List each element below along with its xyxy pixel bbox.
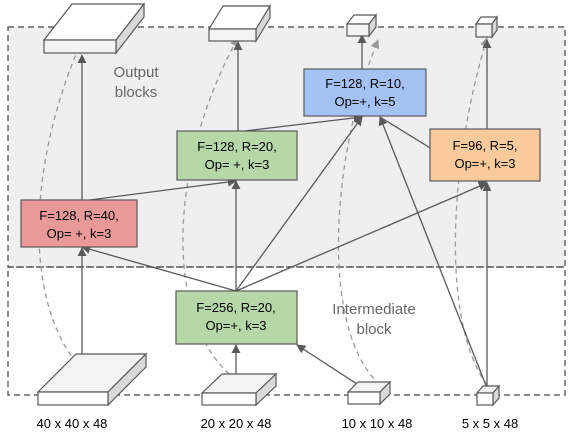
output-region-label-2: blocks <box>115 84 158 101</box>
input-cuboid-20 <box>200 372 278 407</box>
block-green-mid-line2: Op=+, k=3 <box>205 318 266 333</box>
output-region-border <box>7 26 566 268</box>
input-label-20: 20 x 20 x 48 <box>201 416 272 431</box>
input-label-40: 40 x 40 x 48 <box>37 416 108 431</box>
block-green-top-line1: F=128, R=20, <box>197 139 277 154</box>
arrow-in10-to-mid <box>296 344 361 387</box>
skip-arrow-5 <box>454 37 489 386</box>
block-green-top-box <box>176 130 298 181</box>
block-green-mid-line1: F=256, R=20, <box>196 300 276 315</box>
arrow-green-to-blue <box>235 113 363 133</box>
skip-arrow-20 <box>182 37 239 381</box>
input-label-10: 10 x 10 x 48 <box>342 416 413 431</box>
input-cuboid-5 <box>475 384 501 407</box>
output-cuboid-5 <box>474 15 499 39</box>
block-red-line2: Op= +, k=3 <box>47 226 112 241</box>
output-cuboid-40 <box>42 2 146 55</box>
arrow-mid-to-blue <box>235 116 363 292</box>
block-red: F=128, R=40, Op= +, k=3 <box>20 199 138 248</box>
block-blue-box <box>303 68 427 117</box>
block-red-box <box>20 199 138 248</box>
input-cuboid-10 <box>346 380 392 406</box>
input-label-5: 5 x 5 x 48 <box>462 416 518 431</box>
block-green-top-line2: Op= +, k=3 <box>205 157 270 172</box>
output-cuboid-10 <box>345 13 378 38</box>
block-red-line1: F=128, R=40, <box>39 208 119 223</box>
intermediate-region-label-2: block <box>356 321 392 338</box>
arrow-mid-to-orange <box>235 182 488 292</box>
intermediate-region-label-1: Intermediate <box>332 301 415 318</box>
block-orange-box <box>429 128 541 182</box>
intermediate-region-border <box>7 266 566 396</box>
arrow-red-to-green <box>81 177 237 202</box>
input-cuboid-40 <box>36 352 148 407</box>
block-blue-line2: Op=+, k=5 <box>334 94 395 109</box>
arrow-in5-to-blue <box>378 116 488 389</box>
block-green-mid-box <box>175 290 298 345</box>
block-orange-line2: Op=+, k=3 <box>454 156 515 171</box>
output-region-label-1: Output <box>113 64 159 81</box>
block-blue-line1: F=128, R=10, <box>325 76 405 91</box>
arrow-mid-to-red <box>81 244 237 292</box>
output-cuboid-20 <box>207 3 272 44</box>
block-green-mid: F=256, R=20, Op=+, k=3 <box>175 290 298 345</box>
block-green-top: F=128, R=20, Op= +, k=3 <box>176 130 298 181</box>
block-blue: F=128, R=10, Op=+, k=5 <box>303 68 427 117</box>
block-orange-line1: F=96, R=5, <box>452 138 517 153</box>
block-orange: F=96, R=5, Op=+, k=3 <box>429 128 541 182</box>
